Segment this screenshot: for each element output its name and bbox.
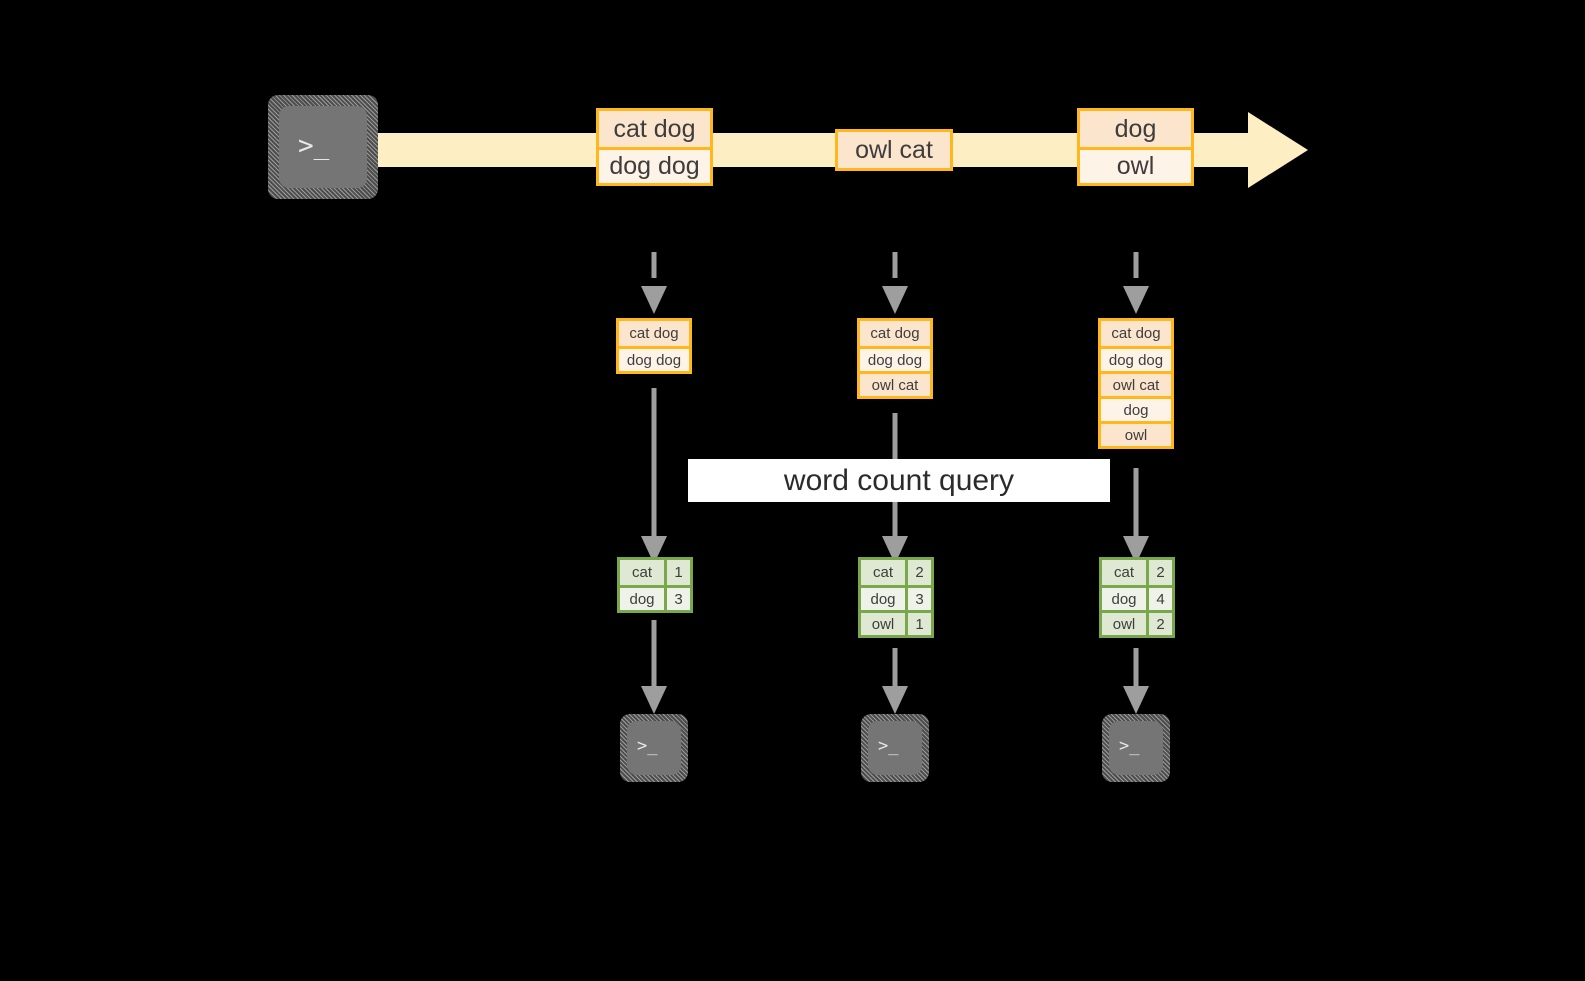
count-cell: 2 bbox=[1146, 613, 1172, 635]
terminal-body bbox=[1109, 721, 1163, 775]
word-cell: cat bbox=[861, 560, 905, 585]
count-cell: 4 bbox=[1146, 588, 1172, 610]
terminal-prompt-glyph: >_ bbox=[637, 736, 658, 756]
output-arrow-3 bbox=[1123, 648, 1149, 714]
stream-record: owl cat bbox=[838, 132, 950, 168]
snapshot-record: owl bbox=[1101, 421, 1171, 446]
snapshot-3[interactable]: cat dog dog dog owl cat dog owl bbox=[1098, 318, 1174, 449]
result-2[interactable]: cat 2 dog 3 owl 1 bbox=[858, 557, 934, 638]
source-terminal-icon[interactable]: >_ bbox=[268, 95, 378, 199]
snapshot-record: owl cat bbox=[1101, 371, 1171, 396]
snapshot-record: owl cat bbox=[860, 371, 930, 396]
result-3[interactable]: cat 2 dog 4 owl 2 bbox=[1099, 557, 1175, 638]
stream-batch-3[interactable]: dog owl bbox=[1077, 108, 1194, 186]
terminal-prompt-glyph: >_ bbox=[1119, 736, 1140, 756]
snapshot-record: cat dog bbox=[860, 321, 930, 346]
query-arrow-3 bbox=[1123, 468, 1149, 564]
query-banner: word count query bbox=[688, 459, 1110, 502]
table-row: dog 3 bbox=[620, 585, 690, 610]
snapshot-record: dog bbox=[1101, 396, 1171, 421]
snapshot-record: dog dog bbox=[860, 346, 930, 371]
snapshot-trigger-arrow-3 bbox=[1123, 252, 1149, 314]
sink-terminal-3[interactable]: >_ bbox=[1102, 714, 1170, 782]
table-row: cat 2 bbox=[861, 560, 931, 585]
terminal-body bbox=[279, 106, 367, 188]
word-cell: owl bbox=[1102, 613, 1146, 635]
count-cell: 3 bbox=[664, 588, 690, 610]
output-arrow-1 bbox=[641, 620, 667, 714]
table-row: owl 1 bbox=[861, 610, 931, 635]
count-cell: 2 bbox=[1146, 560, 1172, 585]
sink-terminal-2[interactable]: >_ bbox=[861, 714, 929, 782]
stream-record: dog bbox=[1080, 111, 1191, 147]
word-cell: dog bbox=[620, 588, 664, 610]
snapshot-trigger-arrow-1 bbox=[641, 252, 667, 314]
sink-terminal-1[interactable]: >_ bbox=[620, 714, 688, 782]
stream-record: dog dog bbox=[599, 147, 710, 183]
word-cell: dog bbox=[861, 588, 905, 610]
table-row: dog 3 bbox=[861, 585, 931, 610]
table-row: cat 1 bbox=[620, 560, 690, 585]
snapshot-2[interactable]: cat dog dog dog owl cat bbox=[857, 318, 933, 399]
terminal-body bbox=[627, 721, 681, 775]
snapshot-record: dog dog bbox=[1101, 346, 1171, 371]
result-1[interactable]: cat 1 dog 3 bbox=[617, 557, 693, 613]
stream-batch-2[interactable]: owl cat bbox=[835, 129, 953, 171]
count-cell: 1 bbox=[905, 613, 931, 635]
snapshot-record: cat dog bbox=[619, 321, 689, 346]
snapshot-record: cat dog bbox=[1101, 321, 1171, 346]
snapshot-record: dog dog bbox=[619, 346, 689, 371]
word-cell: cat bbox=[1102, 560, 1146, 585]
query-arrow-1 bbox=[641, 388, 667, 564]
terminal-body bbox=[868, 721, 922, 775]
stream-record: cat dog bbox=[599, 111, 710, 147]
table-row: owl 2 bbox=[1102, 610, 1172, 635]
terminal-prompt-glyph: >_ bbox=[298, 131, 330, 161]
query-banner-label: word count query bbox=[783, 463, 1015, 497]
word-cell: owl bbox=[861, 613, 905, 635]
stream-record: owl bbox=[1080, 147, 1191, 183]
table-row: dog 4 bbox=[1102, 585, 1172, 610]
terminal-prompt-glyph: >_ bbox=[878, 736, 899, 756]
count-cell: 1 bbox=[664, 560, 690, 585]
word-cell: dog bbox=[1102, 588, 1146, 610]
snapshot-trigger-arrow-2 bbox=[882, 252, 908, 314]
table-row: cat 2 bbox=[1102, 560, 1172, 585]
stream-batch-1[interactable]: cat dog dog dog bbox=[596, 108, 713, 186]
snapshot-1[interactable]: cat dog dog dog bbox=[616, 318, 692, 374]
count-cell: 3 bbox=[905, 588, 931, 610]
word-cell: cat bbox=[620, 560, 664, 585]
count-cell: 2 bbox=[905, 560, 931, 585]
output-arrow-2 bbox=[882, 648, 908, 714]
